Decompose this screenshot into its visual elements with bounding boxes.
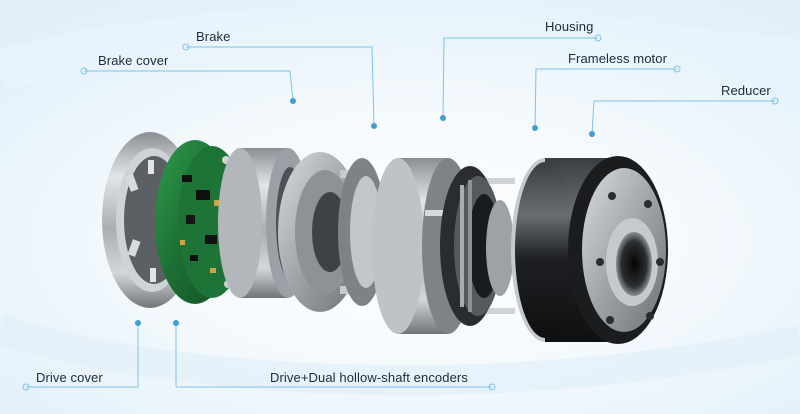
callout-frameless-dot xyxy=(532,125,538,131)
reducer-part xyxy=(511,156,668,344)
label-drive-encoders: Drive+Dual hollow-shaft encoders xyxy=(270,370,468,385)
callout-drive-enc-dot xyxy=(173,320,179,326)
callout-drive-cover-dot xyxy=(135,320,141,326)
callout-reducer-dot xyxy=(589,131,595,137)
callout-brake-line xyxy=(186,46,375,127)
callout-brake-dot xyxy=(371,123,377,129)
label-brake-cover: Brake cover xyxy=(98,53,169,68)
callout-housing-dot xyxy=(440,115,446,121)
callout-housing-drop xyxy=(442,37,445,119)
callout-dots xyxy=(135,98,595,326)
frameless-motor-part xyxy=(440,166,514,326)
callout-end-rings xyxy=(22,34,779,391)
callout-lines xyxy=(26,37,775,388)
label-housing: Housing xyxy=(545,19,594,34)
brake-part xyxy=(278,152,386,312)
callout-frameless-line xyxy=(534,68,677,129)
label-reducer: Reducer xyxy=(721,83,771,98)
callout-brake-cover-line xyxy=(84,70,294,102)
label-drive-cover: Drive cover xyxy=(36,370,103,385)
callout-reducer-line xyxy=(591,100,775,135)
label-frameless-motor: Frameless motor xyxy=(568,51,668,66)
callout-drive-cover-line xyxy=(26,323,139,388)
callout-brake-cover-dot xyxy=(290,98,296,104)
label-brake: Brake xyxy=(196,29,231,44)
